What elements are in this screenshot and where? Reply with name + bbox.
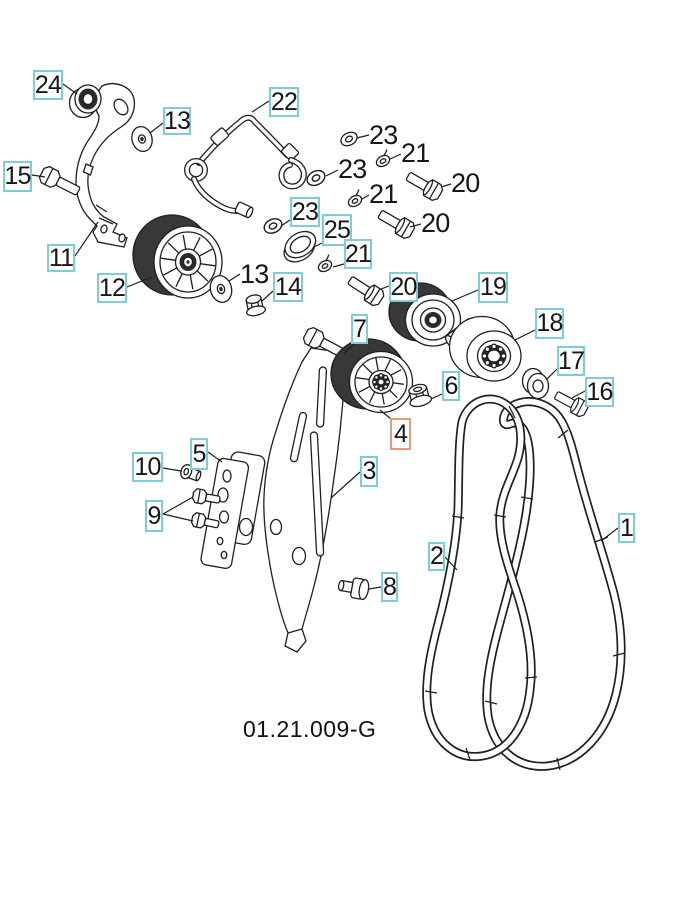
callout-3-leader bbox=[330, 471, 361, 499]
bolt-20-3 bbox=[344, 271, 387, 309]
lock-washer-21-3 bbox=[314, 253, 336, 275]
callout-24[interactable]: 24 bbox=[33, 70, 63, 100]
washer-23-3 bbox=[261, 215, 285, 237]
callout-13a[interactable]: 13 bbox=[163, 106, 191, 135]
callout-20a[interactable]: 20 bbox=[451, 168, 480, 198]
seal-ring-25 bbox=[283, 230, 317, 263]
callout-23c[interactable]: 23 bbox=[290, 197, 320, 227]
bolt-20-1 bbox=[402, 167, 446, 203]
callout-1-leader bbox=[600, 527, 619, 542]
callout-8-leader bbox=[368, 586, 382, 590]
callout-6[interactable]: 6 bbox=[442, 371, 460, 401]
washer-17 bbox=[521, 367, 550, 400]
tension-bracket bbox=[75, 83, 136, 248]
callout-24-leader bbox=[62, 83, 78, 95]
callout-16-leader bbox=[571, 390, 586, 399]
bolt-20-2 bbox=[374, 205, 418, 241]
callout-10-leader bbox=[162, 467, 182, 472]
callout-14-leader bbox=[261, 290, 274, 302]
bolt-8 bbox=[337, 577, 370, 601]
callout-9-leader bbox=[162, 496, 194, 515]
callout-7[interactable]: 7 bbox=[351, 314, 368, 344]
callout-25[interactable]: 25 bbox=[322, 214, 352, 246]
washer-13-upper bbox=[131, 126, 153, 152]
callout-2[interactable]: 2 bbox=[428, 542, 445, 571]
callout-13b[interactable]: 13 bbox=[240, 259, 269, 289]
callout-22[interactable]: 22 bbox=[269, 87, 299, 117]
callout-19[interactable]: 19 bbox=[478, 272, 508, 303]
belt-2 bbox=[422, 394, 538, 762]
callout-25-leader bbox=[313, 242, 323, 248]
callout-4[interactable]: 4 bbox=[390, 418, 411, 450]
callout-13a-leader bbox=[149, 122, 164, 134]
callout-8[interactable]: 8 bbox=[381, 572, 398, 602]
callout-23b[interactable]: 23 bbox=[338, 154, 367, 184]
callout-17-leader bbox=[546, 368, 558, 380]
callout-16[interactable]: 16 bbox=[585, 377, 614, 407]
callout-20b-leader bbox=[409, 223, 422, 228]
callout-10[interactable]: 10 bbox=[132, 452, 163, 482]
figure-code: 01.21.009-G bbox=[243, 716, 377, 742]
callout-20b[interactable]: 20 bbox=[421, 208, 450, 238]
wire-link-22 bbox=[184, 114, 307, 219]
callout-20c[interactable]: 20 bbox=[389, 272, 418, 302]
callout-11[interactable]: 11 bbox=[47, 243, 75, 272]
callout-2-leader bbox=[444, 556, 458, 571]
flat-idler-pulley-12 bbox=[132, 214, 223, 299]
callout-5[interactable]: 5 bbox=[190, 438, 208, 470]
washer-13-lower bbox=[209, 275, 233, 303]
leader-lines bbox=[31, 83, 619, 590]
callout-21c-leader bbox=[332, 263, 345, 268]
callout-21a[interactable]: 21 bbox=[401, 138, 430, 168]
callout-21c[interactable]: 21 bbox=[344, 239, 372, 269]
belt-1 bbox=[482, 397, 626, 771]
callout-14[interactable]: 14 bbox=[273, 272, 303, 302]
callout-12-leader bbox=[126, 276, 153, 288]
callout-3[interactable]: 3 bbox=[360, 456, 378, 487]
callout-7-leader bbox=[343, 343, 356, 354]
screw-10 bbox=[180, 463, 202, 482]
callout-9-leader bbox=[162, 513, 194, 522]
idler-pulley-4 bbox=[330, 338, 414, 414]
mounting-plate bbox=[200, 451, 266, 569]
callout-5-leader bbox=[207, 451, 223, 463]
callout-18[interactable]: 18 bbox=[535, 308, 564, 339]
flange-nut-14 bbox=[245, 294, 267, 317]
callout-21b[interactable]: 21 bbox=[369, 179, 398, 209]
callout-12[interactable]: 12 bbox=[97, 273, 127, 303]
callout-6-leader bbox=[430, 393, 443, 400]
callout-13b-leader bbox=[228, 273, 241, 282]
callout-21b-leader bbox=[361, 194, 370, 200]
callout-4-leader bbox=[379, 409, 392, 420]
callout-21a-leader bbox=[389, 153, 402, 160]
pulley-18 bbox=[444, 315, 522, 382]
callout-23b-leader bbox=[325, 169, 339, 177]
washer-23-2 bbox=[303, 166, 329, 190]
callout-20a-leader bbox=[440, 183, 452, 188]
flange-nut-6 bbox=[408, 383, 433, 408]
callout-11-leader bbox=[74, 221, 99, 257]
washer-23-1 bbox=[337, 128, 361, 150]
callout-20c-leader bbox=[380, 285, 390, 290]
callout-1[interactable]: 1 bbox=[618, 513, 635, 543]
callout-17[interactable]: 17 bbox=[557, 346, 585, 376]
idler-arm-bracket bbox=[263, 347, 347, 653]
callout-22-leader bbox=[251, 100, 270, 113]
callout-23a-leader bbox=[356, 134, 370, 139]
callout-19-leader bbox=[451, 289, 479, 302]
callout-23a[interactable]: 23 bbox=[369, 120, 398, 150]
callout-18-leader bbox=[514, 329, 536, 341]
callout-9[interactable]: 9 bbox=[145, 500, 163, 532]
bearing-24 bbox=[68, 84, 102, 119]
callout-23c-leader bbox=[280, 219, 291, 227]
callout-15[interactable]: 15 bbox=[3, 161, 32, 192]
callout-15-leader bbox=[31, 174, 46, 178]
